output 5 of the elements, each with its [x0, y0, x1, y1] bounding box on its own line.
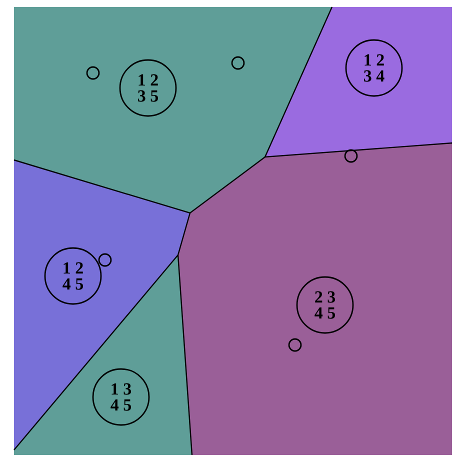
- site-point: [86, 66, 100, 80]
- site-point: [344, 149, 358, 163]
- site-point: [98, 253, 112, 267]
- site-point: [288, 338, 302, 352]
- site-point: [231, 56, 245, 70]
